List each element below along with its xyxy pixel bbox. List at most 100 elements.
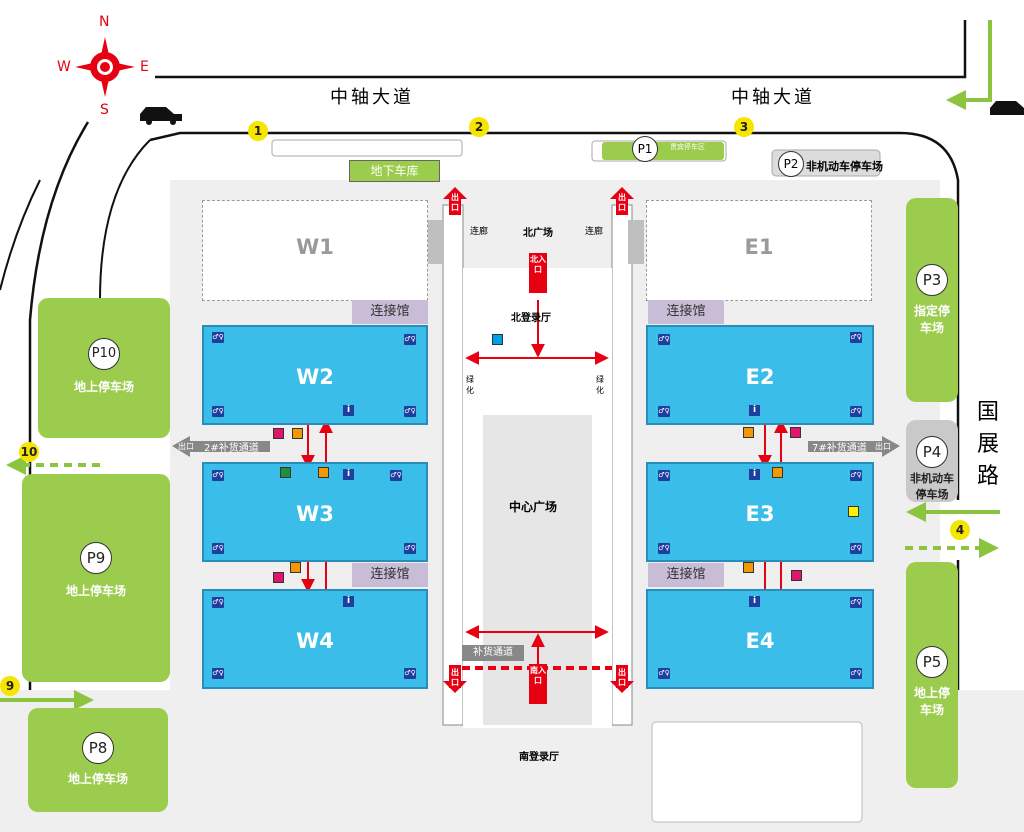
gate-2[interactable]: 2 [469,117,489,137]
service-square-icon [743,562,754,573]
compass-rose [75,37,135,97]
restroom-icon: ♂♀ [390,470,402,481]
service-square-icon [280,467,291,478]
south-building-block [651,721,863,823]
hall-w4[interactable]: W4 [202,589,428,689]
gate-9[interactable]: 9 [0,676,20,696]
service-square-icon [743,427,754,438]
car-icon [140,107,182,125]
restroom-icon: ♂♀ [658,543,670,554]
restroom-icon: ♂♀ [850,668,862,679]
restroom-icon: ♂♀ [658,334,670,345]
service-square-icon [492,334,503,345]
car-icon-east [990,101,1024,115]
greenery-west: 绿化 [466,375,474,395]
info-icon: i [749,405,760,416]
restroom-icon: ♂♀ [404,543,416,554]
exit-ne[interactable]: 出口 [616,193,628,213]
connector-e34: 连接馆 [648,563,724,587]
north-hall: 北登录厅 [511,313,551,324]
restroom-icon: ♂♀ [850,406,862,417]
p5-label: 地上停车场 [913,686,950,717]
road-north-right: 中轴大道 [731,87,815,108]
underground-garage[interactable]: 地下车库 [349,160,440,182]
gate-10[interactable]: 10 [19,442,39,462]
p2-label[interactable]: 非机动车停车场 [806,160,883,173]
restroom-icon: ♂♀ [212,332,224,343]
parking-p4[interactable]: P4 非机动车停车场 [906,420,958,502]
restroom-icon: ♂♀ [850,597,862,608]
service-square-icon [791,570,802,581]
south-entrance[interactable]: 南入口 [529,664,547,704]
service-square-icon [848,506,859,517]
site-boundary-north [149,131,960,500]
p2-number: P2 [778,151,804,177]
connector-e12: 连接馆 [648,300,724,324]
hall-e1-name: E1 [744,235,774,259]
corridor-west: 连廊 [470,227,489,237]
road-east-3: 路 [977,464,1000,489]
parking-p9[interactable]: P9 地上停车场 [22,474,170,682]
p5-number: P5 [916,646,948,678]
gate-4[interactable]: 4 [950,520,970,540]
restroom-icon: ♂♀ [404,668,416,679]
hall-w2-name: W2 [296,365,334,389]
exit-west-label: 出口 [178,442,194,451]
restroom-icon: ♂♀ [658,406,670,417]
parking-p8[interactable]: P8 地上停车场 [28,708,168,812]
parking-p10[interactable]: P10 地上停车场 [38,298,170,438]
hall-e3-name: E3 [745,502,775,526]
gate-3[interactable]: 3 [734,117,754,137]
restroom-icon: ♂♀ [212,470,224,481]
hall-e2-name: E2 [745,365,775,389]
hall-w1[interactable]: W1 [202,200,428,301]
p9-number: P9 [80,542,112,574]
service-square-icon [273,572,284,583]
exit-nw[interactable]: 出口 [449,193,461,213]
parking-p3[interactable]: P3 指定停车场 [906,198,958,402]
north-entrance[interactable]: 北入口 [529,253,547,293]
road-outline-far-west [0,179,41,291]
p8-number: P8 [82,732,114,764]
restroom-icon: ♂♀ [212,668,224,679]
hall-w4-name: W4 [296,629,334,653]
site-boundary-nw [99,139,151,301]
p3-number: P3 [916,264,948,296]
restroom-icon: ♂♀ [658,668,670,679]
info-icon: i [343,469,354,480]
connector-w12: 连接馆 [352,300,428,324]
supply-west-label: 2#补货通道 [204,443,259,454]
restroom-icon: ♂♀ [658,470,670,481]
info-icon: i [343,405,354,416]
service-square-icon [292,428,303,439]
compass-e: E [140,59,149,75]
exit-sw[interactable]: 出口 [449,668,461,688]
compass-w: W [57,59,71,75]
service-square-icon [772,467,783,478]
hall-e2[interactable]: E2 [646,325,874,425]
restroom-icon: ♂♀ [212,406,224,417]
parking-p1[interactable]: P1 贵宾停车区 [602,136,724,162]
hall-w1-name: W1 [296,235,334,259]
gate-1[interactable]: 1 [248,121,268,141]
restroom-icon: ♂♀ [404,406,416,417]
info-icon: i [749,596,760,607]
p1-number: P1 [632,136,658,162]
road-outline-north [155,20,967,79]
restroom-icon: ♂♀ [404,334,416,345]
hall-e1[interactable]: E1 [646,200,872,301]
service-square-icon [290,562,301,573]
hall-e3[interactable]: E3 [646,462,874,562]
p4-label: 非机动车停车场 [910,472,954,501]
hall-w2[interactable]: W2 [202,325,428,425]
parking-p5[interactable]: P5 地上停车场 [906,562,958,788]
road-east-2: 展 [977,432,1000,457]
exit-se[interactable]: 出口 [616,668,628,688]
hall-e4[interactable]: E4 [646,589,874,689]
compass-s: S [100,102,109,118]
connector-w34: 连接馆 [352,563,428,587]
restroom-icon: ♂♀ [850,543,862,554]
service-square-icon [273,428,284,439]
road-outline-west [28,121,90,832]
p1-label: 贵宾停车区 [670,143,705,151]
